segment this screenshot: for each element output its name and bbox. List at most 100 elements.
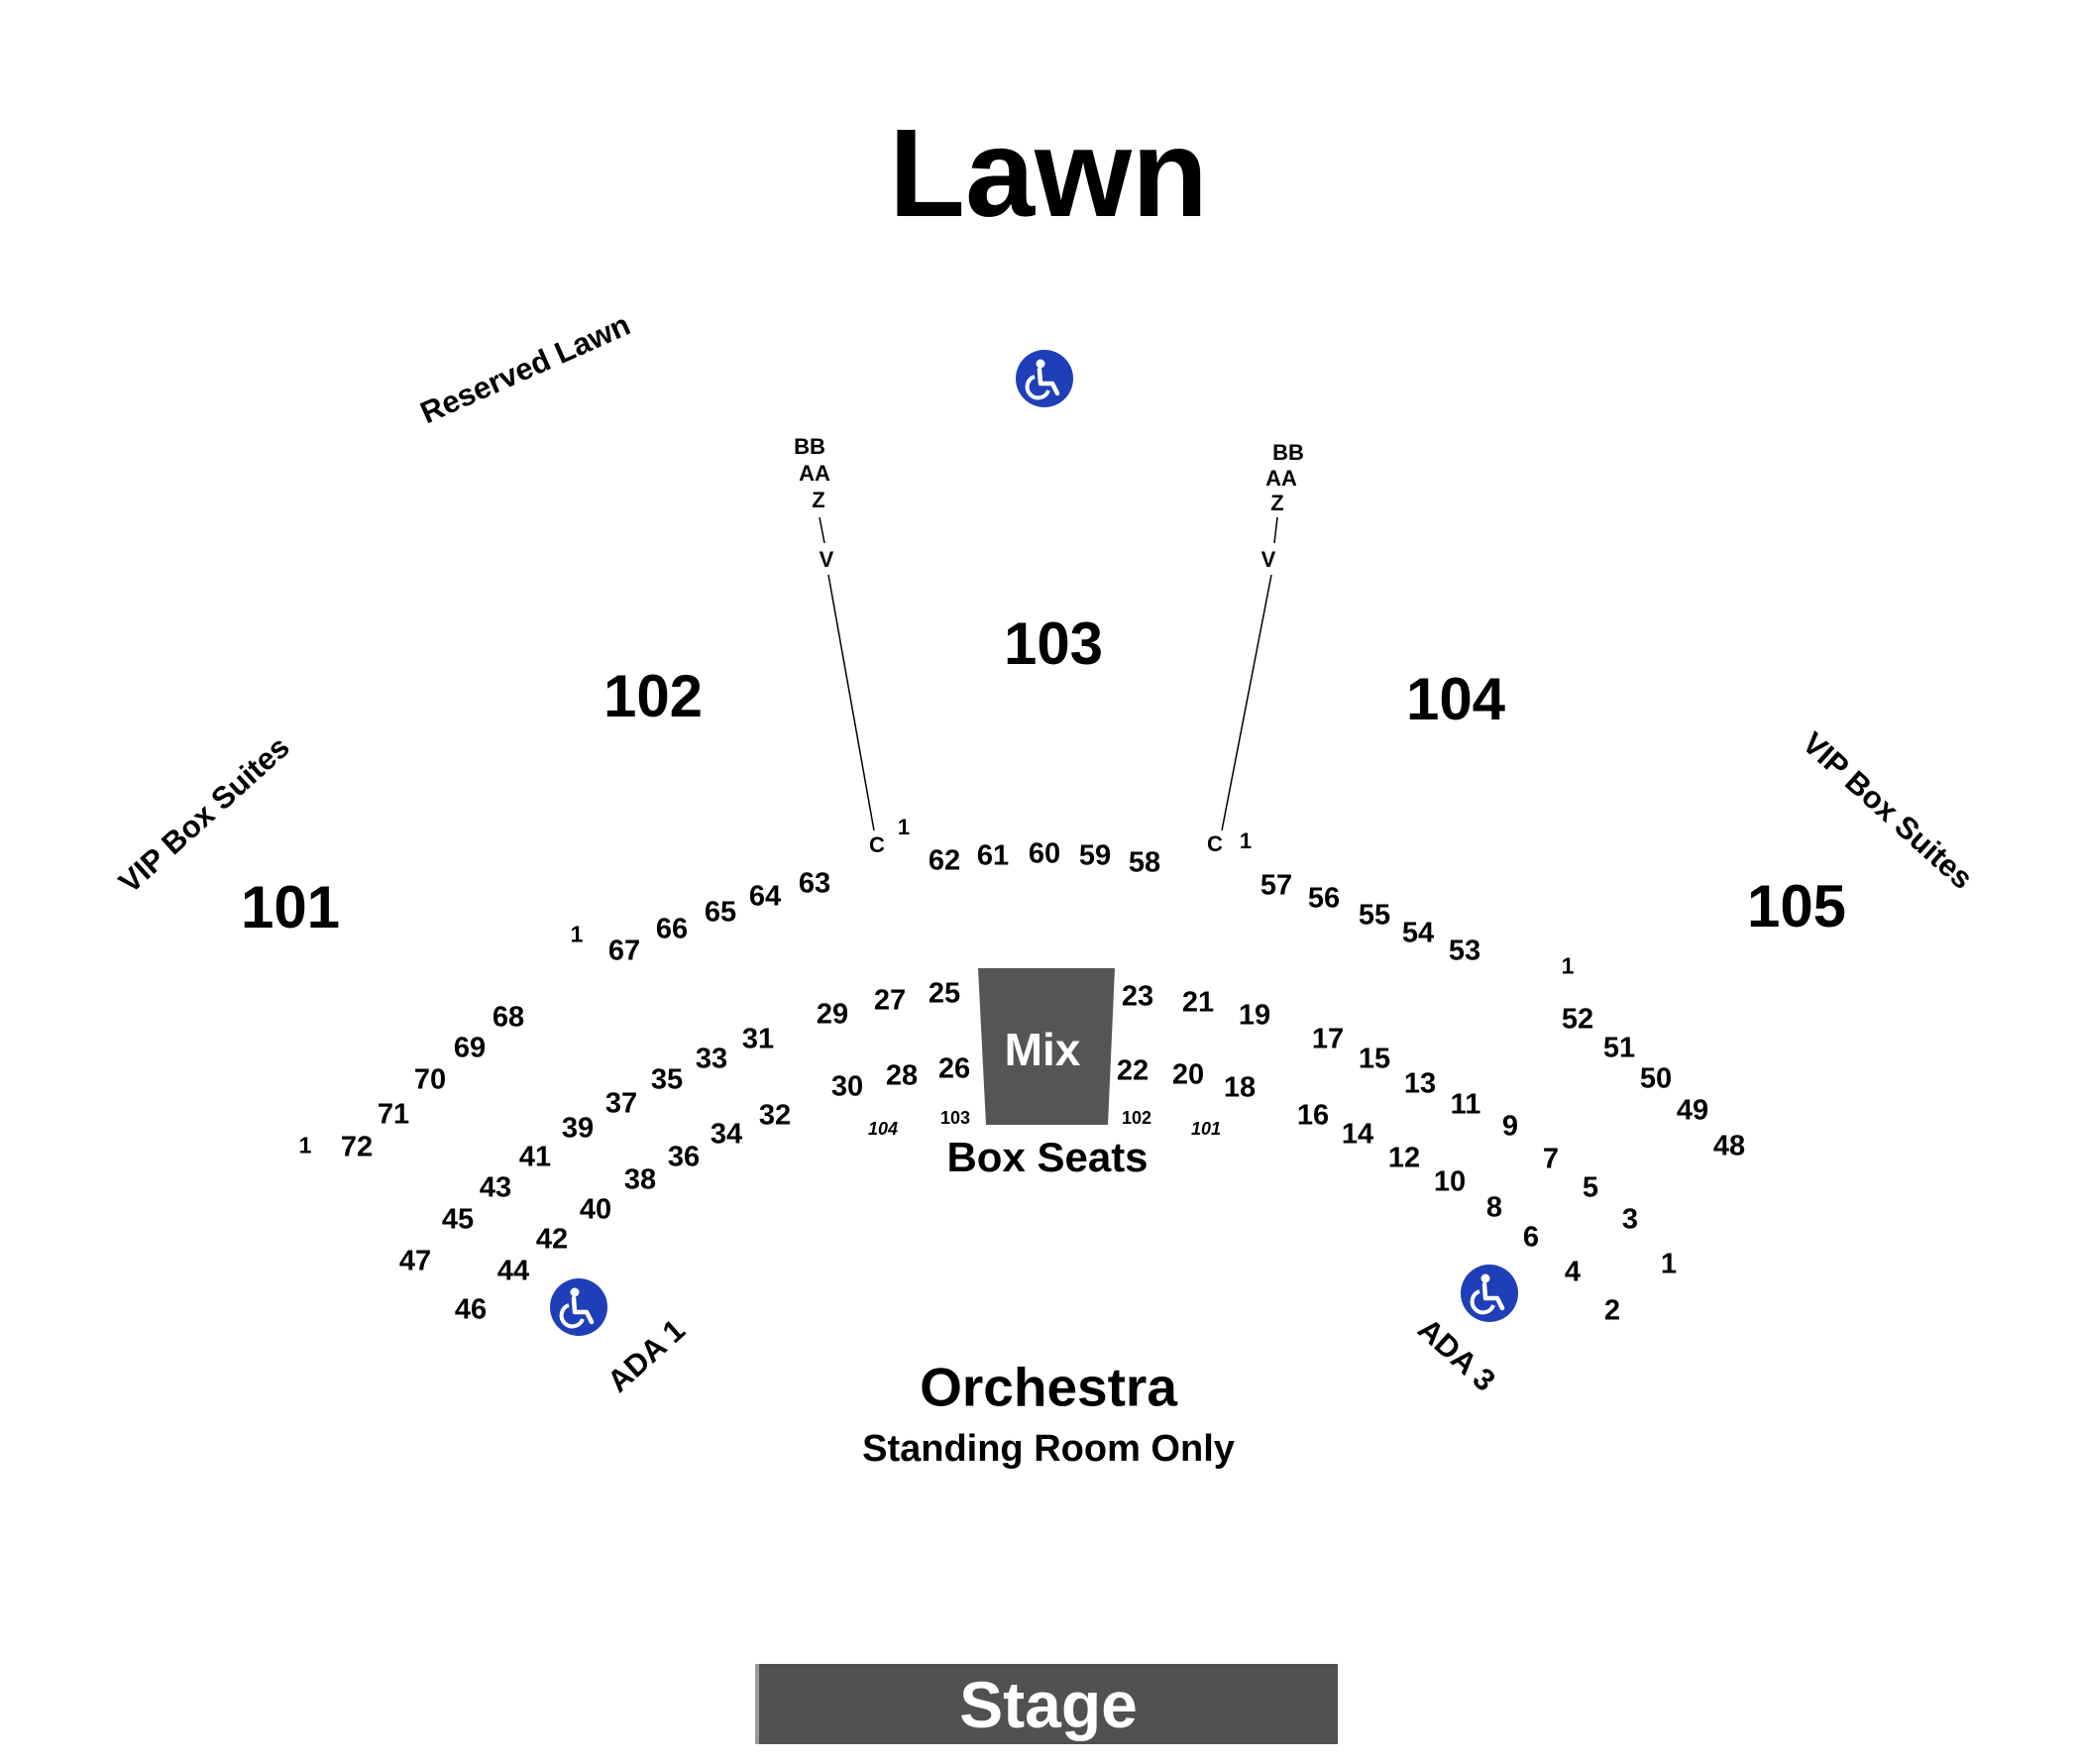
- row-label-v-right: V: [1260, 547, 1276, 572]
- box-57[interactable]: 57: [1260, 869, 1293, 902]
- box-28[interactable]: 28: [885, 1059, 919, 1092]
- box-32[interactable]: 32: [758, 1099, 792, 1132]
- section-101-row-1: 1: [298, 1132, 312, 1158]
- box-39[interactable]: 39: [561, 1112, 595, 1145]
- row-range-line-right: [1221, 574, 1272, 831]
- stage-label: Stage: [959, 1667, 1138, 1741]
- box-16[interactable]: 16: [1296, 1099, 1330, 1132]
- box-38[interactable]: 38: [623, 1163, 657, 1196]
- section-102-row-1: 1: [570, 921, 584, 947]
- box-26[interactable]: 26: [937, 1052, 971, 1085]
- box-55[interactable]: 55: [1358, 899, 1391, 932]
- row-label-1-right: 1: [1239, 828, 1253, 853]
- box-30[interactable]: 30: [830, 1070, 864, 1103]
- box-61[interactable]: 61: [976, 839, 1010, 872]
- box-21[interactable]: 21: [1181, 986, 1215, 1019]
- box-51[interactable]: 51: [1602, 1032, 1636, 1064]
- box-50[interactable]: 50: [1639, 1062, 1673, 1095]
- box-46[interactable]: 46: [454, 1293, 488, 1326]
- section-104[interactable]: 104: [1405, 666, 1506, 732]
- box-18[interactable]: 18: [1223, 1071, 1257, 1104]
- box-64[interactable]: 64: [748, 880, 782, 913]
- box-37[interactable]: 37: [604, 1087, 638, 1120]
- box-45[interactable]: 45: [441, 1203, 475, 1236]
- box-71[interactable]: 71: [377, 1098, 410, 1131]
- stage[interactable]: Stage: [755, 1664, 1338, 1744]
- box-36[interactable]: 36: [667, 1141, 701, 1173]
- box-52[interactable]: 52: [1561, 1003, 1594, 1036]
- box-72[interactable]: 72: [340, 1131, 374, 1163]
- section-105[interactable]: 105: [1746, 873, 1847, 939]
- box-3[interactable]: 3: [1621, 1203, 1639, 1236]
- box-2[interactable]: 2: [1603, 1294, 1621, 1327]
- box-47[interactable]: 47: [398, 1245, 432, 1277]
- box-42[interactable]: 42: [535, 1223, 569, 1256]
- box-63[interactable]: 63: [798, 867, 831, 900]
- box-40[interactable]: 40: [579, 1193, 612, 1226]
- box-62[interactable]: 62: [928, 844, 961, 877]
- box-58[interactable]: 58: [1128, 846, 1161, 879]
- box-60[interactable]: 60: [1028, 837, 1061, 870]
- box-65[interactable]: 65: [704, 896, 737, 929]
- box-1[interactable]: 1: [1660, 1248, 1678, 1280]
- wheelchair-icon[interactable]: [550, 1278, 607, 1336]
- wheelchair-icon[interactable]: [1461, 1265, 1518, 1322]
- box-7[interactable]: 7: [1542, 1143, 1560, 1175]
- box-10[interactable]: 10: [1433, 1165, 1467, 1198]
- box-25[interactable]: 25: [928, 977, 961, 1010]
- row-label-c-right: C: [1207, 831, 1223, 856]
- box-8[interactable]: 8: [1485, 1191, 1503, 1224]
- box-12[interactable]: 12: [1387, 1142, 1421, 1174]
- box-22[interactable]: 22: [1116, 1054, 1150, 1087]
- box-section-102-label: 102: [1121, 1108, 1152, 1128]
- box-seats-label[interactable]: Box Seats: [946, 1134, 1149, 1180]
- box-14[interactable]: 14: [1341, 1118, 1374, 1151]
- box-56[interactable]: 56: [1307, 882, 1341, 915]
- box-31[interactable]: 31: [741, 1023, 775, 1055]
- box-5[interactable]: 5: [1582, 1171, 1599, 1204]
- box-34[interactable]: 34: [710, 1118, 743, 1151]
- wheelchair-icon[interactable]: [1016, 350, 1073, 407]
- box-70[interactable]: 70: [413, 1063, 447, 1096]
- box-54[interactable]: 54: [1401, 917, 1435, 949]
- box-53[interactable]: 53: [1448, 935, 1481, 967]
- box-27[interactable]: 27: [873, 984, 907, 1017]
- row-label-1-left: 1: [897, 815, 911, 839]
- box-48[interactable]: 48: [1712, 1130, 1746, 1162]
- box-11[interactable]: 11: [1450, 1088, 1481, 1121]
- box-9[interactable]: 9: [1501, 1110, 1519, 1143]
- standing-room-only-label: Standing Room Only: [862, 1428, 1235, 1470]
- box-49[interactable]: 49: [1676, 1094, 1709, 1127]
- box-20[interactable]: 20: [1171, 1058, 1205, 1091]
- box-4[interactable]: 4: [1564, 1256, 1582, 1288]
- box-66[interactable]: 66: [655, 913, 689, 945]
- box-43[interactable]: 43: [479, 1171, 512, 1204]
- section-101[interactable]: 101: [240, 874, 341, 940]
- row-label-z-right: Z: [1270, 491, 1284, 515]
- row-range-line-left: [827, 574, 875, 831]
- box-section-101-label: 101: [1190, 1119, 1222, 1139]
- box-67[interactable]: 67: [607, 935, 641, 967]
- box-29[interactable]: 29: [816, 998, 849, 1031]
- box-23[interactable]: 23: [1121, 980, 1154, 1013]
- box-44[interactable]: 44: [496, 1255, 530, 1287]
- row-label-bb-right: BB: [1272, 440, 1304, 465]
- box-41[interactable]: 41: [518, 1141, 552, 1173]
- section-102[interactable]: 102: [602, 663, 704, 729]
- box-33[interactable]: 33: [695, 1043, 728, 1075]
- box-17[interactable]: 17: [1311, 1023, 1345, 1055]
- orchestra-label[interactable]: Orchestra: [920, 1356, 1177, 1418]
- box-15[interactable]: 15: [1358, 1043, 1391, 1075]
- row-label-aa-left: AA: [799, 461, 830, 486]
- box-13[interactable]: 13: [1403, 1067, 1437, 1100]
- box-59[interactable]: 59: [1078, 839, 1112, 872]
- box-69[interactable]: 69: [453, 1032, 487, 1064]
- box-68[interactable]: 68: [492, 1001, 525, 1034]
- box-6[interactable]: 6: [1522, 1221, 1540, 1254]
- box-section-104-label: 104: [867, 1119, 899, 1139]
- row-range-line-right-upper: [1273, 516, 1278, 544]
- section-103[interactable]: 103: [1003, 610, 1104, 677]
- lawn-title[interactable]: Lawn: [888, 103, 1209, 243]
- box-19[interactable]: 19: [1238, 999, 1271, 1032]
- box-35[interactable]: 35: [650, 1063, 684, 1096]
